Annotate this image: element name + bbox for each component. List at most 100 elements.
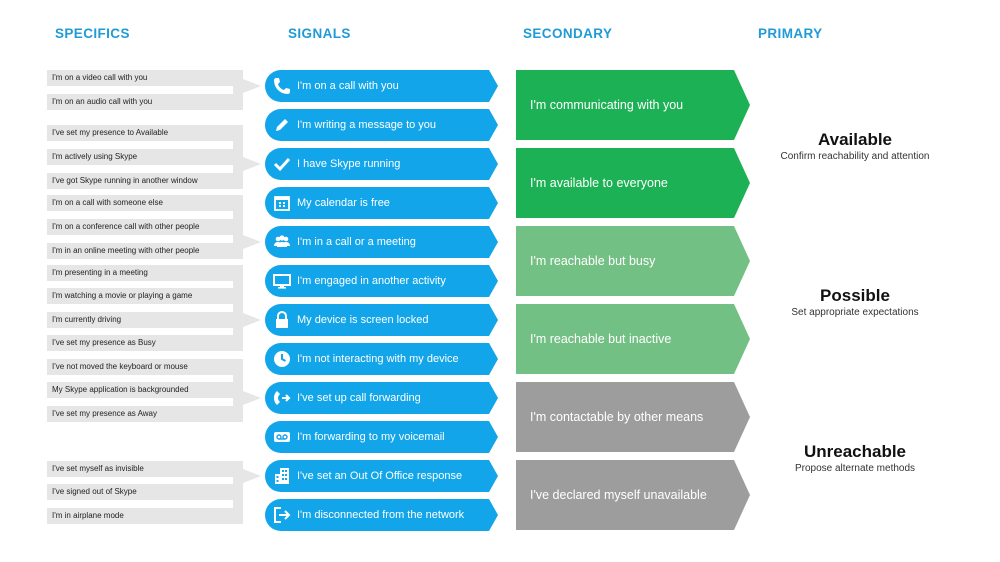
- signal-label: I'm writing a message to you: [297, 119, 437, 131]
- phone-icon: [271, 75, 293, 97]
- secondary-label: I'm reachable but busy: [530, 254, 656, 268]
- signal-label: I have Skype running: [297, 158, 401, 170]
- specifics-item: I'm actively using Skype: [47, 149, 236, 165]
- specifics-item: I'm on a video call with you: [47, 70, 236, 86]
- specifics-bracket: [233, 125, 261, 189]
- signal-arrow-shape: [265, 343, 498, 375]
- col-header-primary: PRIMARY: [758, 26, 823, 41]
- signal-item: I've set an Out Of Office response: [265, 460, 498, 492]
- signal-label: I'm not interacting with my device: [297, 353, 459, 365]
- primary-subtitle: Propose alternate methods: [794, 463, 916, 474]
- signal-label: I'm disconnected from the network: [297, 509, 465, 521]
- specifics-item: I've set my presence as Busy: [47, 335, 236, 351]
- secondary-arrow-shape: [516, 460, 750, 530]
- specifics-item: I've not moved the keyboard or mouse: [47, 359, 236, 375]
- checkmark-icon: [271, 153, 293, 175]
- secondary-item: I'm contactable by other means: [516, 382, 750, 452]
- specifics-bracket: [233, 359, 261, 422]
- signal-label: I'm on a call with you: [297, 80, 399, 92]
- secondary-item: I'm available to everyone: [516, 148, 750, 218]
- signal-arrow-shape: [265, 148, 498, 180]
- signal-label: I'm engaged in another activity: [297, 275, 446, 287]
- signal-label: I've set up call forwarding: [297, 392, 421, 404]
- specifics-item: I'm in an online meeting with other peop…: [47, 243, 236, 259]
- secondary-arrow-shape: [516, 382, 750, 452]
- secondary-item: I'm communicating with you: [516, 70, 750, 140]
- signal-arrow-shape: [265, 109, 498, 141]
- sign-out-icon: [271, 504, 293, 526]
- lock-icon: [271, 309, 293, 331]
- primary-unreachable: Unreachable Propose alternate methods: [760, 442, 950, 475]
- signal-item: I'm engaged in another activity: [265, 265, 498, 297]
- secondary-item: I'm reachable but inactive: [516, 304, 750, 374]
- signal-item: I'm not interacting with my device: [265, 343, 498, 375]
- specifics-item: I've set myself as invisible: [47, 461, 236, 477]
- signal-label: My calendar is free: [297, 197, 390, 209]
- voicemail-icon: [271, 426, 293, 448]
- signal-arrow-shape: [265, 460, 498, 492]
- signal-item: I've set up call forwarding: [265, 382, 498, 414]
- primary-title: Possible: [820, 286, 890, 305]
- signal-arrow-shape: [265, 70, 498, 102]
- primary-subtitle: Set appropriate expectations: [791, 307, 919, 318]
- signal-item: I'm in a call or a meeting: [265, 226, 498, 258]
- call-forward-icon: [271, 387, 293, 409]
- calendar-icon: [271, 192, 293, 214]
- specifics-item: I've set my presence to Available: [47, 125, 236, 141]
- secondary-item: I'm reachable but busy: [516, 226, 750, 296]
- signal-item: I'm forwarding to my voicemail: [265, 421, 498, 453]
- signal-label: I'm forwarding to my voicemail: [297, 431, 445, 443]
- secondary-label: I'm contactable by other means: [530, 410, 704, 424]
- specifics-item: I'm in airplane mode: [47, 508, 236, 524]
- signal-item: My device is screen locked: [265, 304, 498, 336]
- secondary-arrow-shape: [516, 304, 750, 374]
- secondary-arrow-shape: [516, 226, 750, 296]
- primary-available: Available Confirm reachability and atten…: [760, 130, 950, 163]
- specifics-item: I've got Skype running in another window: [47, 173, 236, 189]
- pencil-icon: [271, 114, 293, 136]
- signal-arrow-shape: [265, 382, 498, 414]
- col-header-signals: SIGNALS: [288, 26, 351, 41]
- secondary-item: I've declared myself unavailable: [516, 460, 750, 530]
- signal-arrow-shape: [265, 226, 498, 258]
- secondary-label: I'm reachable but inactive: [530, 332, 672, 346]
- secondary-label: I'm available to everyone: [530, 176, 668, 190]
- primary-title: Unreachable: [803, 442, 907, 461]
- specifics-item: I'm on an audio call with you: [47, 94, 236, 110]
- primary-possible: Possible Set appropriate expectations: [760, 286, 950, 319]
- specifics-item: I'm currently driving: [47, 312, 236, 328]
- specifics-item: I've signed out of Skype: [47, 484, 236, 500]
- specifics-item: I'm on a conference call with other peop…: [47, 219, 236, 235]
- secondary-label: I've declared myself unavailable: [530, 488, 707, 502]
- col-header-secondary: SECONDARY: [523, 26, 613, 41]
- secondary-arrow-shape: [516, 148, 750, 218]
- signal-item: I'm on a call with you: [265, 70, 498, 102]
- secondary-arrow-shape: [516, 70, 750, 140]
- signal-item: I have Skype running: [265, 148, 498, 180]
- specifics-bracket: [233, 265, 261, 351]
- specifics-item: I'm watching a movie or playing a game: [47, 288, 236, 304]
- signal-arrow-shape: [265, 421, 498, 453]
- signal-label: I'm in a call or a meeting: [297, 236, 416, 248]
- primary-title: Available: [817, 130, 893, 149]
- signal-label: My device is screen locked: [297, 314, 429, 326]
- signal-arrow-shape: [265, 304, 498, 336]
- specifics-item: My Skype application is backgrounded: [47, 382, 236, 398]
- signal-item: I'm disconnected from the network: [265, 499, 498, 531]
- signal-item: I'm writing a message to you: [265, 109, 498, 141]
- signal-arrow-shape: [265, 265, 498, 297]
- specifics-bracket: [233, 195, 261, 259]
- signal-item: My calendar is free: [265, 187, 498, 219]
- specifics-bracket: [233, 461, 261, 524]
- specifics-item: I'm on a call with someone else: [47, 195, 236, 211]
- specifics-group: I've not moved the keyboard or mouse My S…: [47, 359, 267, 422]
- specifics-item: I'm presenting in a meeting: [47, 265, 236, 281]
- specifics-item: I've set my presence as Away: [47, 406, 236, 422]
- monitor-icon: [271, 270, 293, 292]
- signal-arrow-shape: [265, 499, 498, 531]
- building-icon: [271, 465, 293, 487]
